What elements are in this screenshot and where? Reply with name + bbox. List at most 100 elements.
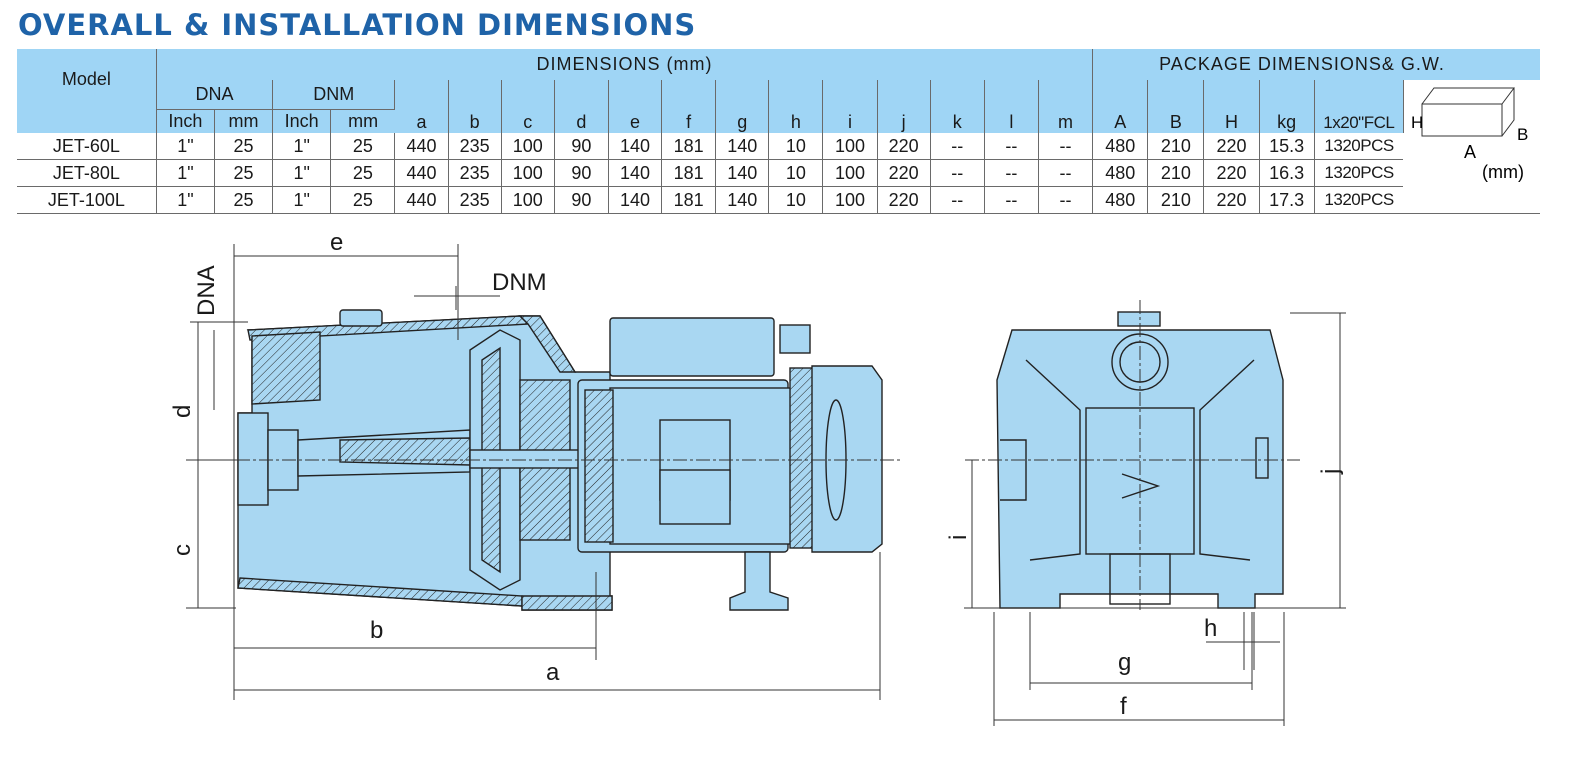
cell: 10: [768, 133, 824, 160]
pkg-col-header: 1x20"FCL: [1314, 80, 1404, 133]
cell: 210: [1147, 159, 1205, 187]
cell: 220: [1203, 186, 1260, 214]
pkg-col-header: A: [1092, 80, 1149, 133]
dim-col-header: b: [448, 80, 502, 133]
cell: 1320PCS: [1314, 186, 1404, 214]
pkg-col-header: kg: [1259, 80, 1315, 133]
cell: 440: [394, 159, 449, 187]
dim-col-header: f: [661, 80, 717, 133]
cell: 220: [1203, 133, 1260, 160]
dim-label-h: h: [1204, 615, 1217, 642]
page-title: OVERALL & INSTALLATION DIMENSIONS: [18, 8, 697, 42]
cell: 1320PCS: [1314, 133, 1404, 160]
cell: --: [930, 186, 985, 214]
cell: 220: [877, 133, 931, 160]
cell: 210: [1147, 133, 1205, 160]
dna-mm-header: mm: [214, 109, 274, 133]
dim-col-header: i: [822, 80, 878, 133]
cell: 90: [554, 186, 609, 214]
dim-label-dnm: DNM: [492, 269, 547, 296]
model-cell: JET-100L: [17, 186, 157, 214]
dna-header: DNA: [156, 80, 274, 110]
package-box-icon: H B A (mm): [1411, 87, 1528, 182]
cell: 181: [661, 159, 717, 187]
side-view-dimension-lines: [186, 244, 900, 700]
cell: 16.3: [1259, 159, 1315, 187]
side-view-labels: e DNM DNA d c b a: [169, 229, 560, 686]
pkg-col-header: H: [1203, 80, 1260, 133]
cell: 480: [1092, 186, 1149, 214]
cell: 220: [877, 186, 931, 214]
dim-label-d: d: [169, 405, 196, 418]
dim-col-header: m: [1038, 80, 1094, 133]
cell: 25: [330, 133, 396, 160]
model-cell: JET-80L: [17, 159, 157, 187]
cell: 210: [1147, 186, 1205, 214]
dim-col-header: c: [501, 80, 555, 133]
cell: 1": [156, 133, 215, 160]
cell: 140: [715, 186, 770, 214]
dim-col-header: g: [715, 80, 770, 133]
cell: --: [930, 133, 985, 160]
dim-label-g: g: [1118, 649, 1131, 676]
cell: --: [1038, 186, 1094, 214]
cell: 100: [822, 159, 878, 187]
cell: 220: [877, 159, 931, 187]
cell: 1": [272, 186, 332, 214]
dim-label-c: c: [169, 544, 196, 556]
dim-col-header: a: [394, 80, 449, 133]
cell: 25: [214, 159, 274, 187]
dim-label-i: i: [945, 535, 972, 540]
cell: --: [1038, 133, 1094, 160]
model-cell: JET-60L: [17, 133, 157, 160]
cell: 235: [448, 186, 502, 214]
dim-col-header: d: [554, 80, 609, 133]
cell: 181: [661, 133, 717, 160]
cell: 1": [272, 133, 332, 160]
dim-label-a: a: [546, 659, 560, 686]
cell: 25: [330, 186, 396, 214]
cell: --: [1038, 159, 1094, 187]
cell: 235: [448, 133, 502, 160]
cell: 25: [330, 159, 396, 187]
cell: 440: [394, 186, 449, 214]
dnm-inch-header: Inch: [272, 109, 332, 133]
front-view-dimension-lines: [964, 300, 1346, 726]
box-unit-label: (mm): [1482, 162, 1524, 182]
cell: 235: [448, 159, 502, 187]
cell: 90: [554, 133, 609, 160]
cell: 100: [822, 133, 878, 160]
cell: 100: [501, 159, 555, 187]
cell: --: [984, 186, 1039, 214]
cell: 140: [715, 133, 770, 160]
cell: 17.3: [1259, 186, 1315, 214]
model-header: Model: [17, 49, 157, 133]
package-box-legend: H B A (mm): [1403, 80, 1540, 214]
cell: 480: [1092, 159, 1149, 187]
cell: 140: [608, 159, 663, 187]
dim-label-b: b: [370, 617, 383, 644]
table-row: JET-60L 1" 25 1" 25 440 235 100 90 140 1…: [17, 133, 1540, 160]
cell: 1": [156, 159, 215, 187]
cell: 10: [768, 186, 824, 214]
dimensions-table: Model DIMENSIONS (mm) PACKAGE DIMENSIONS…: [17, 49, 1540, 214]
dim-col-header: e: [608, 80, 663, 133]
cell: 181: [661, 186, 717, 214]
dna-inch-header: Inch: [156, 109, 215, 133]
dnm-mm-header: mm: [330, 109, 395, 133]
dim-label-f: f: [1120, 693, 1127, 720]
dim-col-header: j: [877, 80, 931, 133]
dnm-header: DNM: [272, 80, 396, 110]
cell: --: [984, 159, 1039, 187]
cell: --: [984, 133, 1039, 160]
dim-col-header: l: [984, 80, 1039, 133]
dim-col-header: h: [768, 80, 824, 133]
cell: 15.3: [1259, 133, 1315, 160]
cell: 1": [156, 186, 215, 214]
cell: 100: [822, 186, 878, 214]
cell: 10: [768, 159, 824, 187]
cell: 220: [1203, 159, 1260, 187]
cell: 140: [608, 133, 663, 160]
cell: 1": [272, 159, 332, 187]
